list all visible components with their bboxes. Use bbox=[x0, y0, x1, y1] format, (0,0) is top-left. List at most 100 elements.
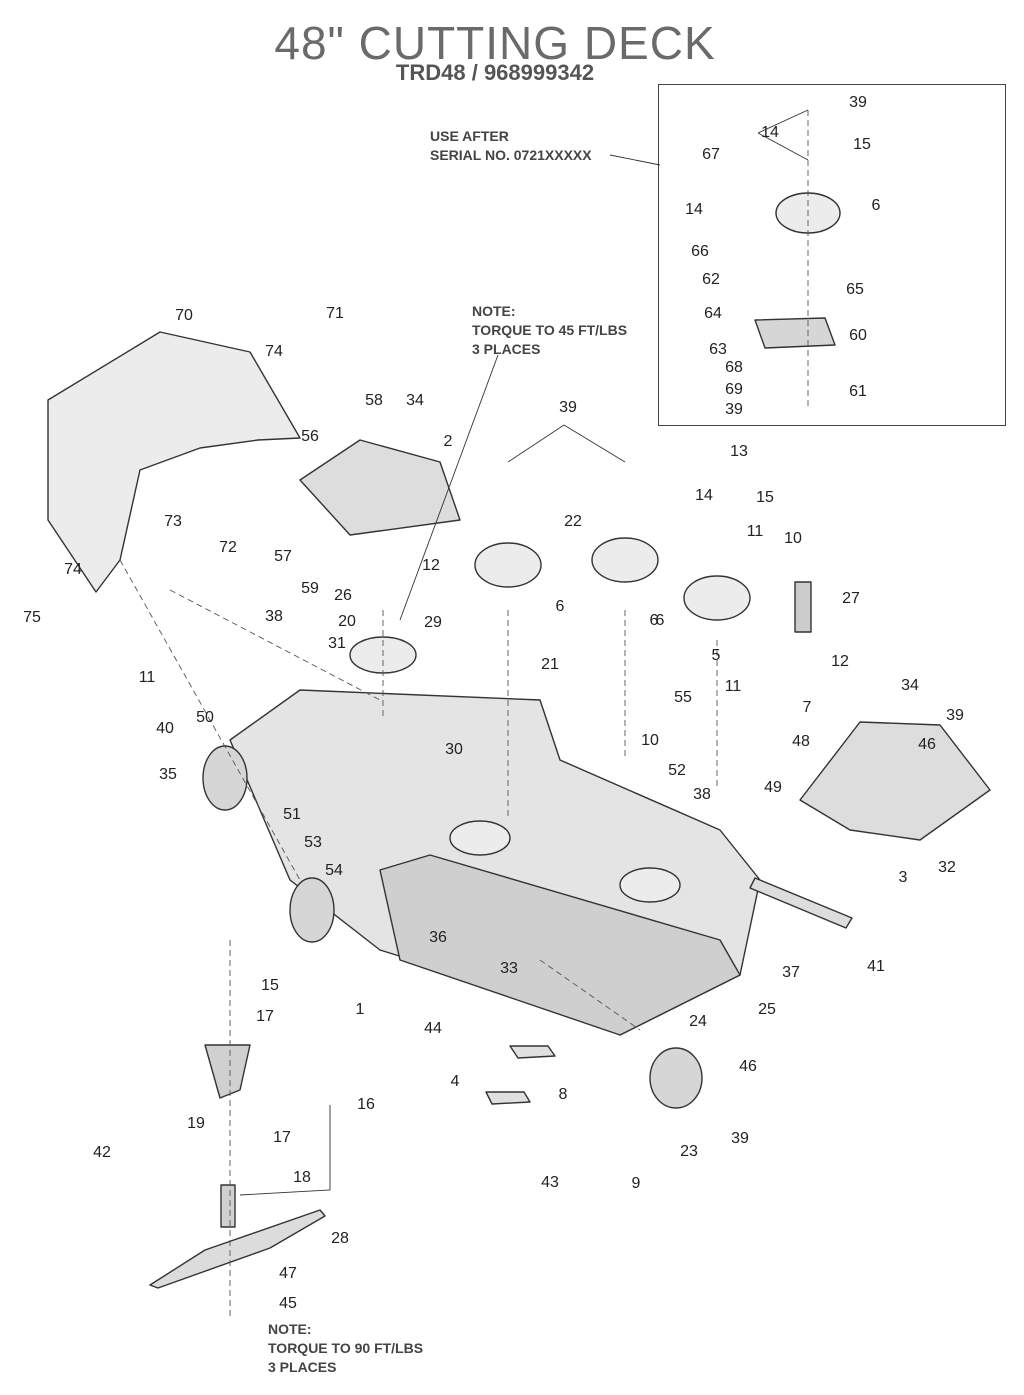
part-label: 34 bbox=[901, 677, 919, 694]
torque-90-note-line-3: 3 PLACES bbox=[268, 1359, 337, 1375]
part-label: 39 bbox=[849, 94, 867, 111]
part-label: 15 bbox=[261, 977, 279, 994]
torque-45-note: NOTE: TORQUE TO 45 FT/LBS 3 PLACES bbox=[472, 302, 627, 359]
torque-45-note-line-3: 3 PLACES bbox=[472, 341, 541, 357]
part-label: 6 bbox=[556, 598, 565, 615]
part-label: 10 bbox=[784, 530, 802, 547]
part-label: 65 bbox=[846, 281, 864, 298]
spindle-housing bbox=[204, 1044, 251, 1099]
deck-pulley-left bbox=[449, 820, 511, 856]
part-label: 54 bbox=[325, 862, 343, 879]
part-label: 50 bbox=[196, 709, 214, 726]
part-label: 34 bbox=[406, 392, 424, 409]
part-label: 5 bbox=[712, 647, 721, 664]
baffle-plate-1 bbox=[509, 1045, 556, 1059]
part-label: 8 bbox=[559, 1086, 568, 1103]
part-label: 20 bbox=[338, 613, 356, 630]
part-label: 38 bbox=[693, 786, 711, 803]
part-label: 69 bbox=[725, 381, 743, 398]
part-label: 57 bbox=[274, 548, 292, 565]
part-label: 25 bbox=[758, 1001, 776, 1018]
part-label: 66 bbox=[691, 243, 709, 260]
torque-90-note-line-2: TORQUE TO 90 FT/LBS bbox=[268, 1340, 424, 1356]
spindle-shaft bbox=[220, 1184, 236, 1228]
part-label: 49 bbox=[764, 779, 782, 796]
part-label: 14 bbox=[685, 201, 703, 218]
part-label: 72 bbox=[219, 539, 237, 556]
part-label: 23 bbox=[680, 1143, 698, 1160]
part-label: 28 bbox=[331, 1230, 349, 1247]
part-label: 37 bbox=[782, 964, 800, 981]
part-label: 61 bbox=[849, 383, 867, 400]
part-label: 42 bbox=[93, 1144, 111, 1161]
deck-skirt bbox=[379, 854, 741, 1036]
grass-chute bbox=[47, 331, 301, 593]
part-label: 43 bbox=[541, 1174, 559, 1191]
part-label: 17 bbox=[256, 1008, 274, 1025]
part-label: 74 bbox=[64, 561, 82, 578]
side-cover-right bbox=[799, 721, 991, 841]
part-label: 33 bbox=[500, 960, 518, 977]
part-label: 17 bbox=[273, 1129, 291, 1146]
part-label: 6 bbox=[656, 612, 665, 629]
part-label: 74 bbox=[265, 343, 283, 360]
deck-pulley-right bbox=[619, 867, 681, 903]
idler-bracket bbox=[754, 317, 836, 349]
part-label: 62 bbox=[702, 271, 720, 288]
torque-45-note-line-1: NOTE: bbox=[472, 303, 516, 319]
part-label: 4 bbox=[451, 1073, 460, 1090]
top-cover-left bbox=[299, 439, 461, 536]
gauge-wheel-right bbox=[649, 1047, 703, 1109]
part-label: 32 bbox=[938, 859, 956, 876]
part-label: 44 bbox=[424, 1020, 442, 1037]
gauge-wheel-left bbox=[202, 745, 248, 811]
part-label: 47 bbox=[279, 1265, 297, 1282]
part-label: 39 bbox=[946, 707, 964, 724]
part-label: 64 bbox=[704, 305, 722, 322]
part-label: 59 bbox=[301, 580, 319, 597]
part-label: 7 bbox=[803, 699, 812, 716]
part-label: 15 bbox=[756, 489, 774, 506]
part-label: 70 bbox=[175, 307, 193, 324]
part-label: 11 bbox=[139, 669, 156, 686]
part-label: 60 bbox=[849, 327, 867, 344]
pulley-22 bbox=[591, 537, 659, 583]
diagram-subtitle: TRD48 / 968999342 bbox=[395, 60, 595, 85]
part-label: 52 bbox=[668, 762, 686, 779]
part-label: 11 bbox=[747, 523, 764, 540]
part-label: 71 bbox=[326, 305, 344, 322]
diagram-title: 48" CUTTING DECK bbox=[274, 17, 716, 69]
inset-note-line-2: SERIAL NO. 0721XXXXX bbox=[430, 147, 592, 163]
part-label: 51 bbox=[283, 806, 301, 823]
part-label: 12 bbox=[422, 557, 440, 574]
torque-45-note-line-2: TORQUE TO 45 FT/LBS bbox=[472, 322, 628, 338]
part-label: 75 bbox=[23, 609, 41, 626]
part-label: 46 bbox=[739, 1058, 757, 1075]
part-label: 22 bbox=[564, 513, 582, 530]
part-label: 39 bbox=[725, 401, 743, 418]
gauge-wheel-front bbox=[289, 877, 335, 943]
part-label: 40 bbox=[156, 720, 174, 737]
part-label: 13 bbox=[730, 443, 748, 460]
part-label: 35 bbox=[159, 766, 177, 783]
part-label: 68 bbox=[725, 359, 743, 376]
part-label: 19 bbox=[187, 1115, 205, 1132]
assembly-centerlines bbox=[119, 110, 809, 1320]
part-label: 55 bbox=[674, 689, 692, 706]
inset-note: USE AFTER SERIAL NO. 0721XXXXX bbox=[430, 127, 592, 165]
part-label: 1 bbox=[356, 1001, 365, 1018]
part-label: 6 bbox=[650, 612, 659, 629]
part-label: 16 bbox=[357, 1096, 375, 1113]
part-label: 56 bbox=[301, 428, 319, 445]
part-label: 18 bbox=[293, 1169, 311, 1186]
leader-lines bbox=[239, 109, 809, 1196]
part-label: 39 bbox=[731, 1130, 749, 1147]
part-label: 15 bbox=[853, 136, 871, 153]
part-label: 24 bbox=[689, 1013, 707, 1030]
part-label: 39 bbox=[559, 399, 577, 416]
part-label: 58 bbox=[365, 392, 383, 409]
part-label: 11 bbox=[725, 678, 742, 695]
part-label: 9 bbox=[632, 1175, 641, 1192]
part-label: 38 bbox=[265, 608, 283, 625]
